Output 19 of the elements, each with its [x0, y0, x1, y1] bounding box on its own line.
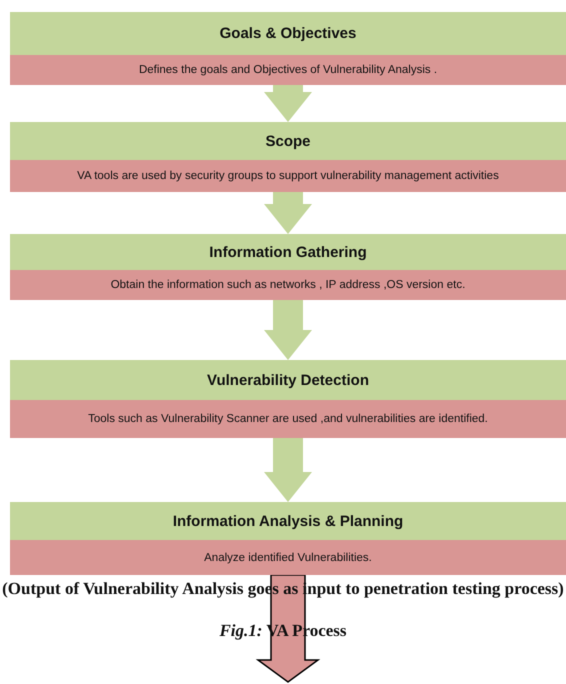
stage-box: [10, 502, 566, 575]
description-band: Tools such as Vulnerability Scanner are used ,and vulnerabilities are identified.: [10, 400, 566, 438]
stage-title: Information Analysis & Planning: [172, 512, 404, 530]
block-arrow: [264, 300, 312, 360]
stage-title: Vulnerability Detection: [207, 372, 369, 388]
stage-title: Goals & Objectives: [220, 25, 356, 42]
description-band: Defines the goals and Objectives of Vulnerability Analysis .: [10, 55, 566, 85]
block-arrow: [264, 85, 312, 122]
block-arrow: [264, 192, 312, 234]
description-band: VA tools are used by security groups to support vulnerability management activities: [10, 160, 566, 192]
stage-box: [10, 122, 566, 192]
stage-box: [10, 234, 566, 300]
stage-box: [10, 12, 566, 85]
description-band: Obtain the information such as networks , IP address ,OS version etc.: [10, 270, 566, 300]
stage-title: Scope: [265, 132, 310, 150]
description-band: Analyze identified Vulnerabilities.: [10, 540, 566, 575]
block-arrow: [264, 438, 312, 502]
stage-title: Information Gathering: [209, 244, 367, 260]
stage-box: [10, 360, 566, 438]
